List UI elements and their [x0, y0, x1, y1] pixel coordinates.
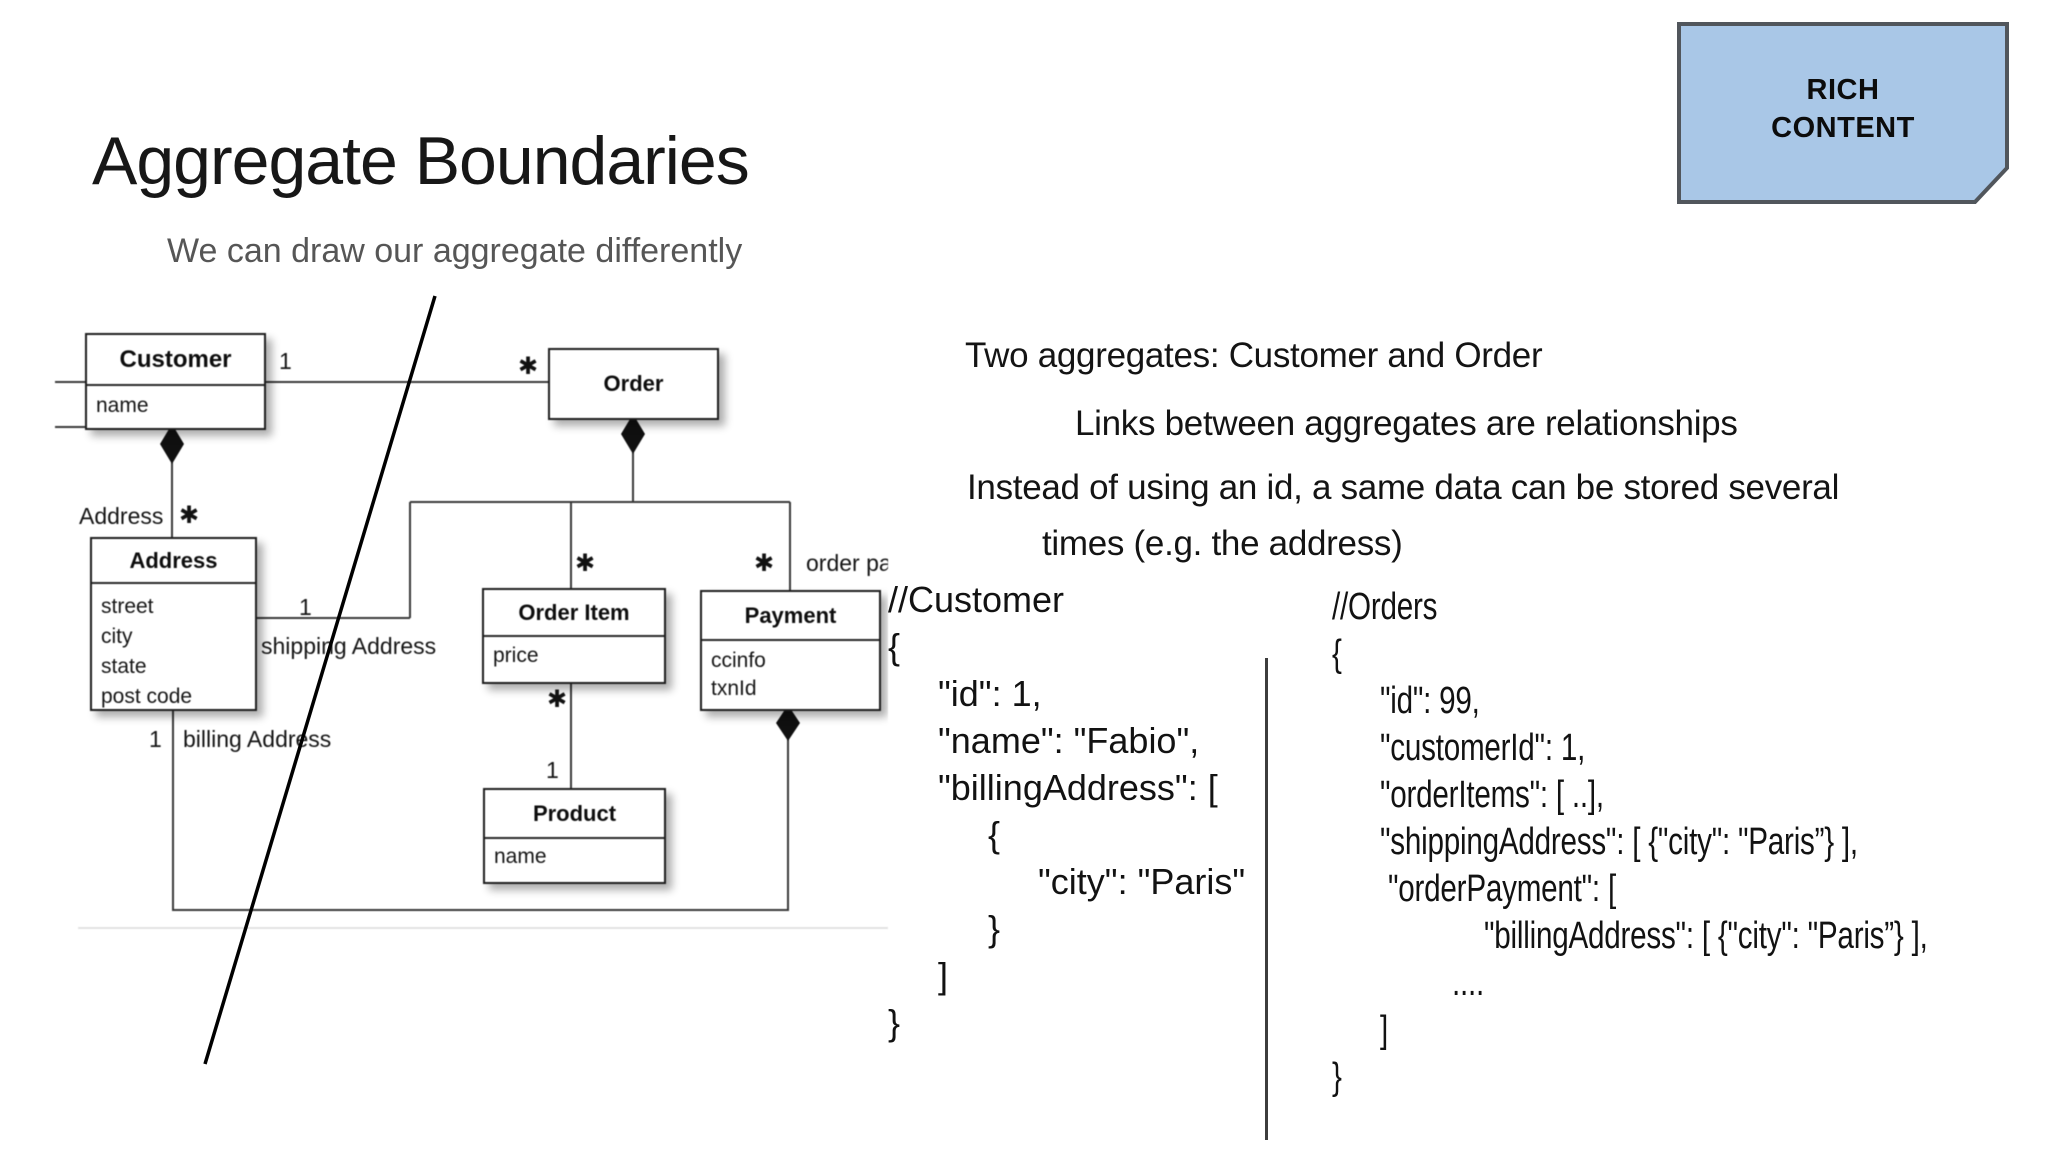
uml-class-customer: Customer name [85, 333, 266, 430]
multiplicity-many-label: ✱ [518, 353, 539, 380]
multiplicity-label: 1 [299, 594, 312, 620]
code-line: //Customer [888, 579, 1065, 620]
page-title: Aggregate Boundaries [92, 123, 750, 199]
badge-shape [1677, 22, 2009, 204]
uml-class-address: Address street city state post code [90, 537, 257, 711]
role-label-shipping-address: shipping Address [261, 633, 437, 659]
code-line: } [1332, 1056, 1342, 1098]
role-label-order-payment: order pa [806, 550, 888, 576]
code-line: "billingAddress": [ [888, 767, 1218, 808]
code-line: "billingAddress": [ {"city": "Paris”} ], [1332, 915, 1928, 957]
code-line: } [888, 908, 1001, 949]
uml-attribute: city [101, 625, 133, 648]
uml-attribute: txnId [711, 677, 757, 700]
uml-class-title: Customer [119, 345, 232, 373]
uml-attribute: price [493, 644, 539, 667]
bullet-instead-of-id: Instead of using an id, a same data can … [967, 468, 1840, 507]
uml-attribute: post code [101, 685, 193, 708]
multiplicity-label: 1 [546, 757, 559, 783]
code-line: "orderItems": [ ..], [1332, 774, 1604, 816]
code-line: "orderPayment": [ [1332, 868, 1616, 910]
multiplicity-many-label: ✱ [575, 550, 596, 577]
code-line: "city": "Paris" [888, 861, 1246, 902]
diagram-separator-line [78, 927, 888, 929]
multiplicity-many-label: ✱ [179, 502, 200, 529]
page-subtitle: We can draw our aggregate differently [167, 232, 743, 270]
code-line: "id": 99, [1332, 680, 1480, 722]
code-line: ] [1332, 1009, 1389, 1051]
uml-class-order-item: Order Item price [482, 588, 666, 684]
uml-attribute: ccinfo [711, 649, 766, 672]
code-line: "id": 1, [888, 673, 1042, 714]
bullet-links: Links between aggregates are relationshi… [1075, 404, 1738, 443]
role-label-billing-address: billing Address [183, 726, 332, 752]
uml-attribute: state [101, 655, 147, 678]
badge-line-1: RICH [1806, 74, 1880, 106]
uml-class-title: Order [603, 371, 664, 396]
billing-address-connector [172, 703, 789, 911]
rich-content-badge: RICH CONTENT [1676, 21, 2010, 205]
composition-diamond-icon [776, 705, 800, 741]
badge-label: RICH CONTENT [1676, 71, 2010, 147]
uml-diagram: Customer name Order Address street city … [55, 296, 888, 946]
uml-class-title: Payment [744, 602, 837, 628]
code-line: { [888, 626, 901, 667]
role-label-address: Address [79, 503, 164, 529]
composition-diamond-icon [621, 414, 645, 454]
composition-diamond-icon [160, 424, 184, 464]
code-line: { [888, 814, 1001, 855]
uml-class-payment: Payment ccinfo txnId [700, 590, 881, 711]
uml-class-product: Product name [483, 788, 666, 884]
code-line: "shippingAddress": [ {"city": "Paris”} ]… [1332, 821, 1858, 863]
code-line: "name": "Fabio", [888, 720, 1200, 761]
uml-class-title: Product [532, 800, 617, 826]
code-line: { [1332, 633, 1342, 675]
code-line: "customerId": 1, [1332, 727, 1586, 769]
uml-class-title: Order Item [518, 599, 630, 625]
code-line: .... [1332, 962, 1485, 1004]
multiplicity-label: 1 [149, 726, 162, 752]
code-line: ] [888, 955, 949, 996]
multiplicity-many-label: ✱ [754, 550, 775, 577]
badge-line-2: CONTENT [1771, 112, 1915, 144]
code-line: //Orders [1332, 586, 1438, 628]
multiplicity-label: 1 [279, 348, 292, 374]
uml-attribute: street [101, 595, 154, 618]
multiplicity-many-label: ✱ [547, 686, 568, 713]
uml-class-title: Address [129, 547, 218, 573]
bullet-two-aggregates: Two aggregates: Customer and Order [965, 336, 1543, 375]
code-columns-divider [1265, 658, 1268, 1140]
uml-attribute: name [494, 845, 547, 868]
uml-attribute: name [96, 394, 149, 417]
uml-class-order: Order [548, 348, 719, 420]
code-line: } [888, 1002, 901, 1043]
bullet-instead-of-id-wrap: times (e.g. the address) [1042, 524, 1403, 563]
